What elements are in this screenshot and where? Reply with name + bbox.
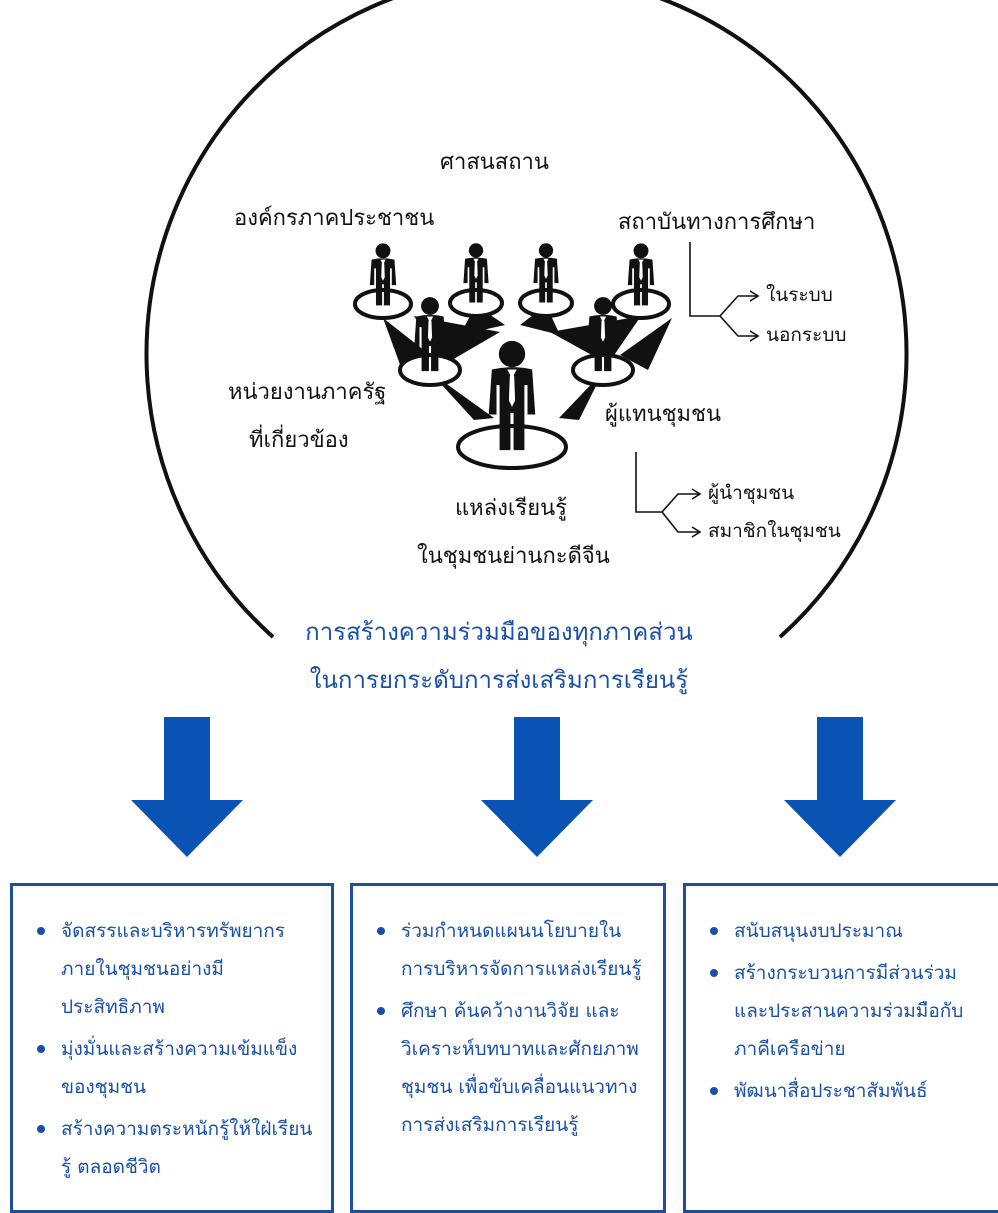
action-item: ร่วมกำหนดแผนนโยบายใน การบริหารจัดการแหล่… [371,912,653,988]
down-arrow-icon [784,717,896,857]
label-education-nonformal: นอกระบบ [766,324,847,346]
action-item: สร้างความตระหนักรู้ให้ใฝ่เรียนรู้ ตลอดชี… [31,1110,321,1186]
label-education-formal: ในระบบ [766,284,833,306]
action-item: จัดสรรและบริหารทรัพยากร ภายในชุมชนอย่างม… [31,912,321,1026]
person-bases [353,288,671,470]
label-education-institutions: สถาบันทางการศึกษา [618,210,816,235]
action-item: พัฒนาสื่อประชาสัมพันธ์ [704,1072,988,1110]
action-item: สร้างกระบวนการมีส่วนร่วม และประสานความร่… [704,954,988,1068]
label-community-leader: ผู้นำชุมชน [708,482,795,504]
action-box-resources: จัดสรรและบริหารทรัพยากร ภายในชุมชนอย่างม… [10,883,334,1213]
action-item: มุ่งมั่นและสร้างความเข้มแข็ง ของชุมชน [31,1030,321,1106]
education-bracket [689,242,760,342]
goal-title-line1: การสร้างความร่วมมือของทุกภาคส่วน [305,618,693,646]
action-item: ศึกษา ค้นคว้างานวิจัย และ วิเคราะห์บทบาท… [371,992,653,1144]
label-learning-center-line1: แหล่งเรียนรู้ [455,496,567,521]
community-circle-arc [144,0,909,639]
label-community-member: สมาชิกในชุมชน [708,520,841,542]
label-government-line1: หน่วยงานภาครัฐ [228,380,387,405]
label-religious-places: ศาสนสถาน [440,150,549,175]
label-community-representative: ผู้แทนชุมชน [605,402,722,427]
action-item: สนับสนุนงบประมาณ [704,912,988,950]
label-government-line2: ที่เกี่ยวข้อง [249,428,349,453]
action-box-policy: ร่วมกำหนดแผนนโยบายใน การบริหารจัดการแหล่… [350,883,666,1213]
down-arrow-icon [131,717,243,857]
community-bracket [635,452,702,538]
down-arrow-icon [481,717,593,857]
action-box-support: สนับสนุนงบประมาณ สร้างกระบวนการมีส่วนร่ว… [683,883,998,1213]
label-learning-center-line2: ในชุมชนย่านกะดีจีน [417,544,610,569]
goal-title-line2: ในการยกระดับการส่งเสริมการเรียนรู้ [309,666,689,694]
label-civil-society: องค์กรภาคประชาชน [234,206,435,231]
